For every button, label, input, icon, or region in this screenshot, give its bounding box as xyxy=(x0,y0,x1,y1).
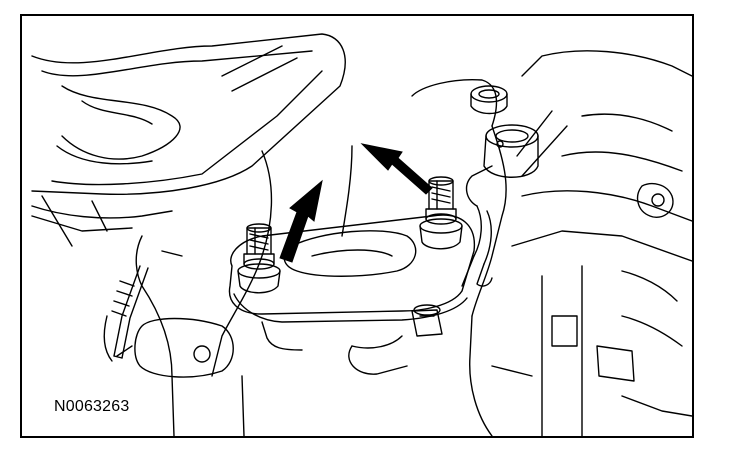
left-stud xyxy=(238,224,280,293)
figure-id-label: N0063263 xyxy=(54,398,130,415)
illustration-frame: N0063263 xyxy=(20,14,694,438)
bracket-bolt xyxy=(349,305,442,374)
exhaust-flange xyxy=(229,215,474,350)
engine-block xyxy=(412,51,692,436)
manifold-housing xyxy=(32,34,345,246)
exhaust-manifold-studs-illustration xyxy=(22,16,692,436)
right-stud xyxy=(420,177,462,249)
arrow-icon xyxy=(280,181,322,262)
lower-flange xyxy=(117,319,233,378)
support-bracket xyxy=(462,206,492,286)
arrow-icon xyxy=(362,144,432,194)
oxygen-sensor xyxy=(104,266,148,361)
sensor-ports xyxy=(467,86,538,206)
